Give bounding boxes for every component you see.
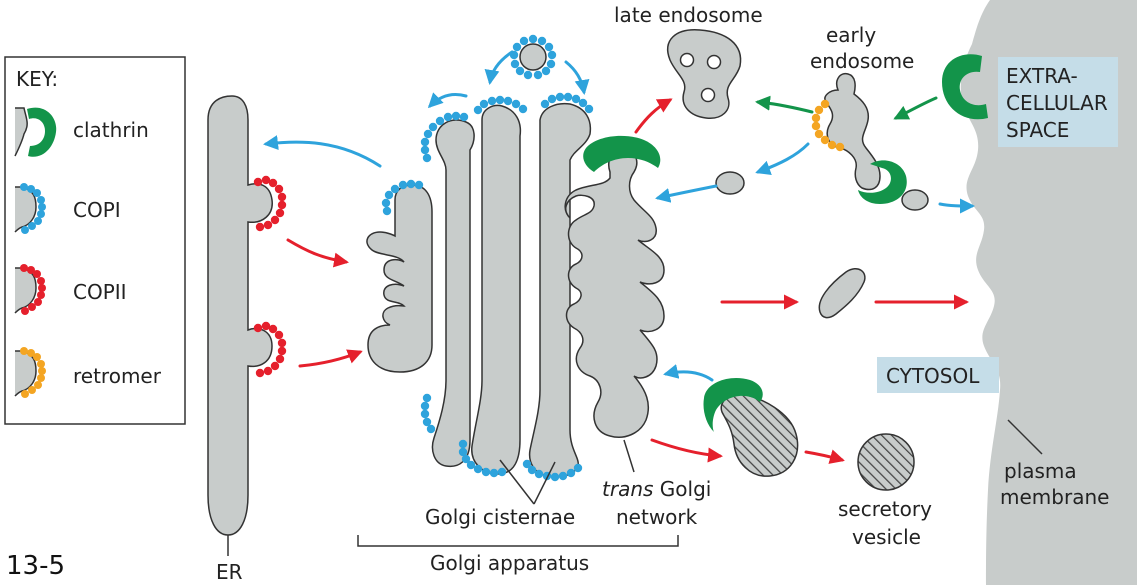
golgi-cisterna-2-copi-top <box>420 111 469 163</box>
trans-golgi-network: trans Golgi network <box>564 135 711 529</box>
key-item-copii: COPII <box>14 264 127 315</box>
tgn-label-line2: network <box>616 505 698 529</box>
key-label-clathrin: clathrin <box>73 118 149 142</box>
clathrin-coat-icon <box>27 107 57 157</box>
arrow-tgn-to-late-endosome <box>634 98 673 134</box>
er-label: ER <box>216 560 243 584</box>
late-endosome-intraluminal-vesicle <box>706 54 722 70</box>
transport-arrows <box>263 50 975 464</box>
arrow-tgn-to-secretory-granule <box>650 438 723 463</box>
late-endosome-intraluminal-vesicle <box>679 52 695 68</box>
cytosol-label: CYTOSOL <box>886 364 980 388</box>
extracellular-label-box <box>998 57 1118 147</box>
arrow-early-to-late-endosome <box>755 95 814 114</box>
arrow-recycling-to-plasma-membrane <box>938 198 975 214</box>
er-membrane <box>207 95 273 536</box>
er-copii-coat-lower <box>253 321 287 378</box>
arrow-vesicle-down-left <box>484 50 514 85</box>
arrow-er-to-golgi-upper <box>286 238 349 268</box>
er: ER <box>207 95 287 584</box>
arrow-vesicle-to-tgn <box>655 184 718 203</box>
arrow-granule-to-secretory-vesicle <box>804 449 845 464</box>
secretory-vesicle: secretory vesicle <box>838 433 932 549</box>
extracellular-label-3: SPACE <box>1006 118 1069 142</box>
copi-vesicle <box>509 34 557 80</box>
tgn-label-line1: trans Golgi <box>602 477 711 501</box>
endocytic-clathrin-coat <box>942 54 988 120</box>
tgn-label-italic: trans <box>602 477 653 501</box>
early-endosome-label-2: endosome <box>810 49 914 73</box>
golgi-cisternae-leader-right <box>533 461 556 505</box>
golgi-cisternae-label: Golgi cisternae <box>425 505 575 529</box>
key-membrane-icon <box>14 107 28 157</box>
arrow-endosome-to-vesicle <box>755 142 810 175</box>
key-label-copii: COPII <box>73 280 127 304</box>
early-endosome-label-1: early <box>826 23 876 47</box>
endosome-recycling-vesicle <box>901 189 929 211</box>
key-item-copi: COPI <box>14 183 121 234</box>
key-item-clathrin: clathrin <box>14 107 149 157</box>
tgn-membrane <box>564 149 665 438</box>
retromer-coat-icon <box>20 347 46 398</box>
retrograde-vesicle <box>715 171 745 195</box>
extracellular-region: EXTRA- CELLULAR SPACE plasma membrane <box>942 0 1137 585</box>
golgi-cisterna-2-copi-bottom <box>420 393 436 434</box>
late-endosome-intraluminal-vesicle <box>700 87 716 103</box>
plasma-membrane-label-2: membrane <box>1000 485 1109 509</box>
golgi-apparatus: Golgi cisternae Golgi apparatus <box>357 34 679 575</box>
key-title: KEY: <box>16 67 58 91</box>
golgi-cisterna-4-copi-top <box>540 92 594 114</box>
cytosol-label-box <box>877 357 999 393</box>
early-endosome-body <box>824 72 881 191</box>
arrow-golgi-to-er <box>263 135 382 168</box>
tgn-label-rest: Golgi <box>653 477 711 501</box>
tgn-clathrin-coat <box>583 135 661 172</box>
golgi-cisterna-2 <box>431 119 475 468</box>
key-item-retromer: retromer <box>14 347 162 398</box>
key-panel: KEY: clathrin COPI COPII <box>4 56 186 425</box>
golgi-apparatus-label: Golgi apparatus <box>430 551 589 575</box>
cytosol-label-group: CYTOSOL <box>877 357 999 393</box>
arrow-vesicle-down-right <box>564 60 590 95</box>
late-endosome: late endosome <box>614 3 763 119</box>
late-endosome-body <box>667 29 742 119</box>
arrow-er-to-golgi-lower <box>298 349 363 368</box>
early-endosome: early endosome <box>810 23 929 211</box>
copii-coat-icon <box>20 264 46 315</box>
secretory-vesicle-label-2: vesicle <box>852 525 921 549</box>
er-copii-coat-upper <box>253 175 287 232</box>
figure-number: 13-5 <box>6 551 65 581</box>
early-endosome-retromer-coat <box>811 99 845 152</box>
key-label-copi: COPI <box>73 198 121 222</box>
secretory-vesicle-label-1: secretory <box>838 497 932 521</box>
arrow-granule-back-to-tgn <box>663 364 714 382</box>
early-endosome-clathrin-coat <box>858 160 907 204</box>
copi-coat-icon <box>20 183 46 234</box>
golgi-cisternae-leader-left <box>499 459 535 505</box>
extracellular-label-1: EXTRA- <box>1006 64 1078 88</box>
arrow-plasma-membrane-to-early-endosome <box>893 96 938 120</box>
budding-secretory-granule <box>703 378 799 477</box>
arrow-golgi-intra-left <box>427 92 468 109</box>
golgi-cis-copi-coat <box>381 179 424 216</box>
golgi-cis-cisterna <box>366 184 433 373</box>
golgi-cisterna-3-copi-top <box>473 95 528 115</box>
secretory-vesicle-body <box>857 433 915 491</box>
late-endosome-label: late endosome <box>614 3 763 27</box>
golgi-cisterna-4 <box>528 102 592 478</box>
golgi-cisterna-3-copi-bottom <box>458 439 507 478</box>
tgn-leader-line <box>623 439 635 473</box>
golgi-cisterna-4-copi-bottom <box>522 459 583 482</box>
golgi-cisterna-3 <box>471 104 522 475</box>
secretory-granule-clathrin-coat <box>703 378 763 432</box>
plasma-membrane-label-1: plasma <box>1004 459 1077 483</box>
extracellular-label-2: CELLULAR <box>1006 91 1108 115</box>
constitutive-secretory-vesicle <box>818 268 866 319</box>
key-label-retromer: retromer <box>73 364 162 388</box>
plasma-membrane-leader <box>1007 419 1043 455</box>
golgi-apparatus-bracket <box>357 535 679 547</box>
secretory-granule-body <box>720 393 799 477</box>
